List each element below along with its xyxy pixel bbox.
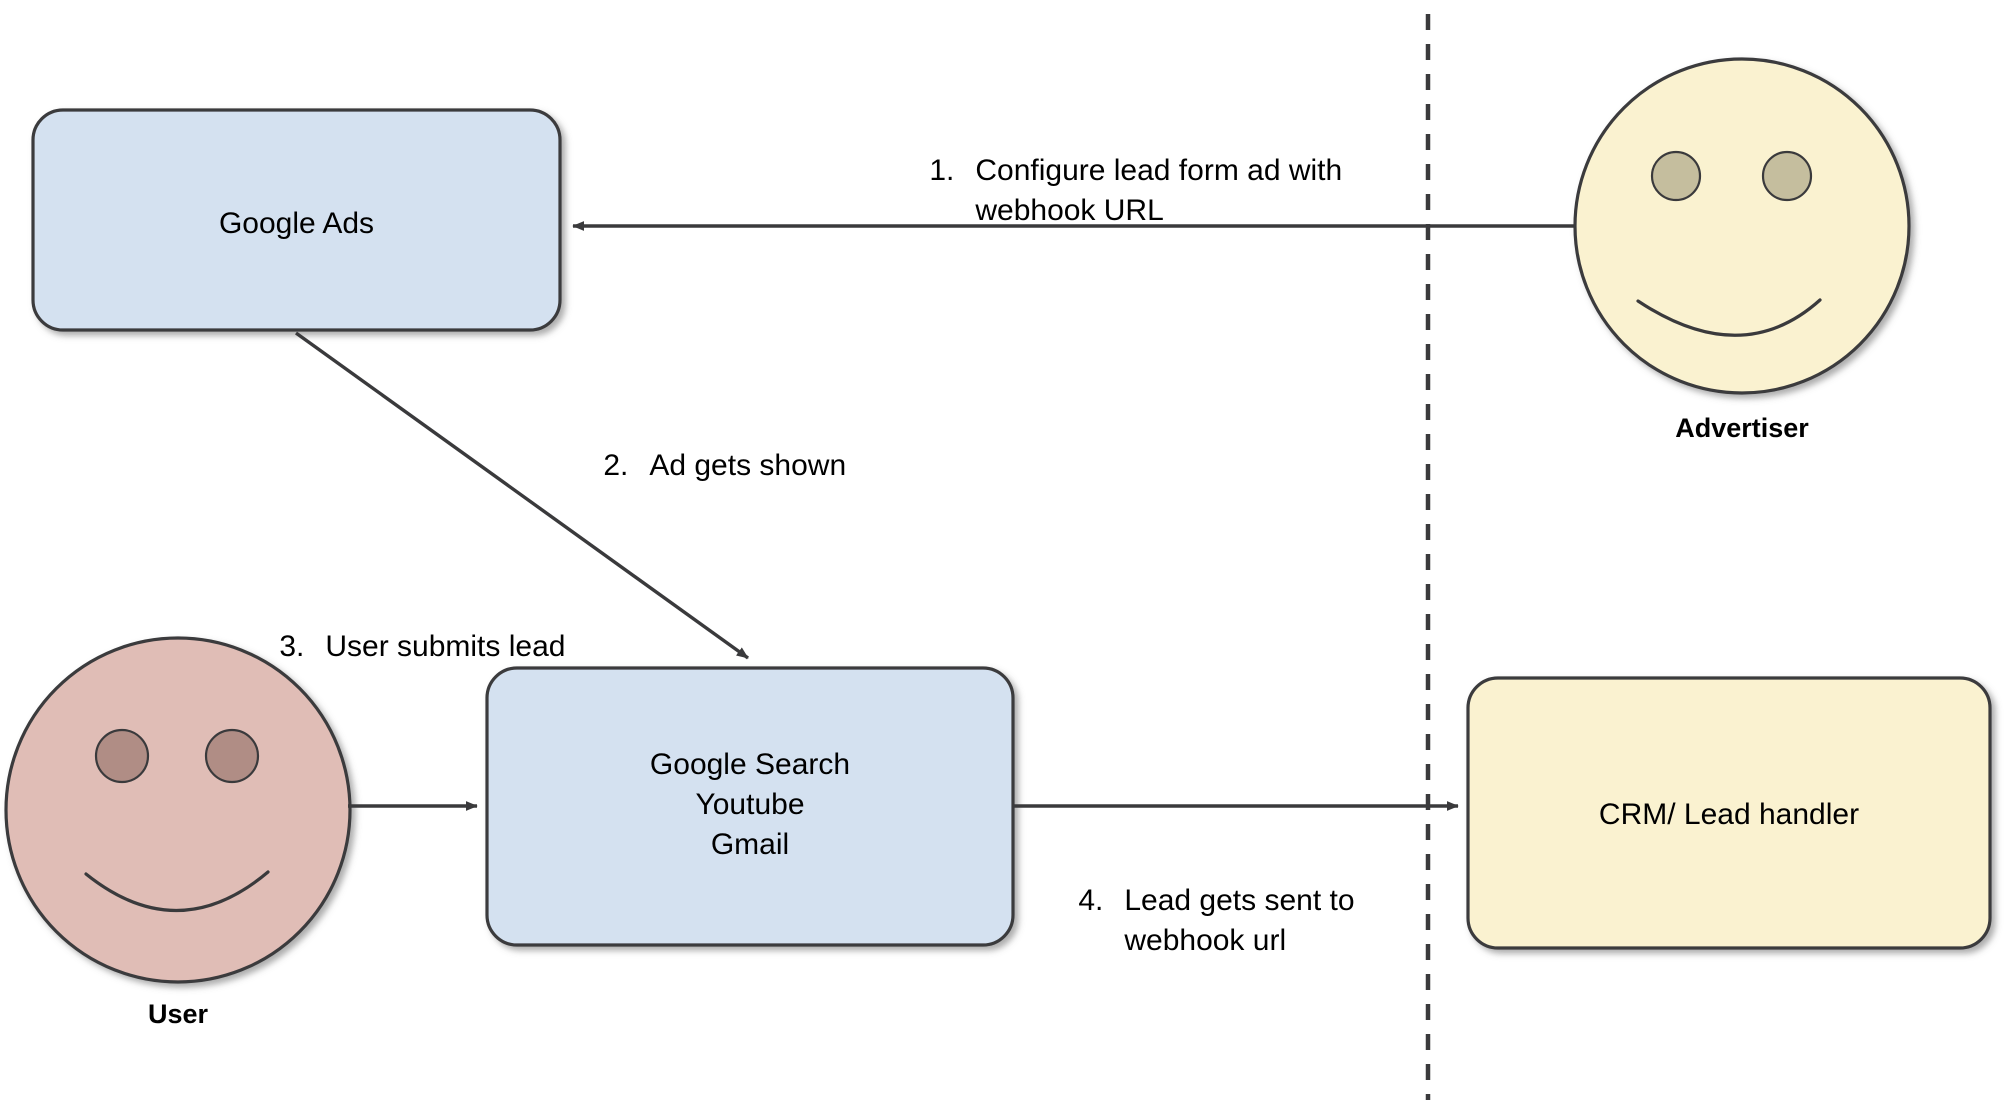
edge-1-label: 1. Configure lead form ad with webhook UR… bbox=[896, 110, 1342, 272]
node-crm[interactable] bbox=[1466, 676, 1992, 950]
edge-4-label: 4. Lead gets sent to webhook url bbox=[1045, 840, 1355, 1002]
node-advertiser[interactable] bbox=[1573, 57, 1911, 395]
edge-1-text: Configure lead form ad with webhook URL bbox=[975, 153, 1343, 228]
edge-3-label: 3. User submits lead bbox=[246, 586, 565, 708]
node-google-ads[interactable] bbox=[31, 108, 562, 332]
edge-4-text: Lead gets sent to webhook url bbox=[1124, 883, 1355, 958]
edge-2-arrow bbox=[295, 331, 749, 660]
edge-2-label: 2. Ad gets shown bbox=[570, 405, 846, 527]
user-smile bbox=[84, 870, 270, 912]
advertiser-right-eye bbox=[1761, 150, 1813, 202]
user-left-eye bbox=[94, 728, 150, 784]
advertiser-left-eye bbox=[1650, 150, 1702, 202]
edge-4-number: 4. bbox=[1078, 883, 1104, 917]
advertiser-smile bbox=[1636, 298, 1822, 337]
edge-3-text: User submits lead bbox=[325, 629, 566, 663]
edge-1-number: 1. bbox=[929, 153, 955, 187]
user-right-eye bbox=[204, 728, 260, 784]
edge-2-number: 2. bbox=[603, 448, 629, 482]
node-google-surfaces[interactable] bbox=[485, 666, 1015, 947]
edge-3-number: 3. bbox=[279, 629, 305, 663]
node-user[interactable] bbox=[4, 636, 352, 984]
edge-2-text: Ad gets shown bbox=[649, 448, 847, 482]
